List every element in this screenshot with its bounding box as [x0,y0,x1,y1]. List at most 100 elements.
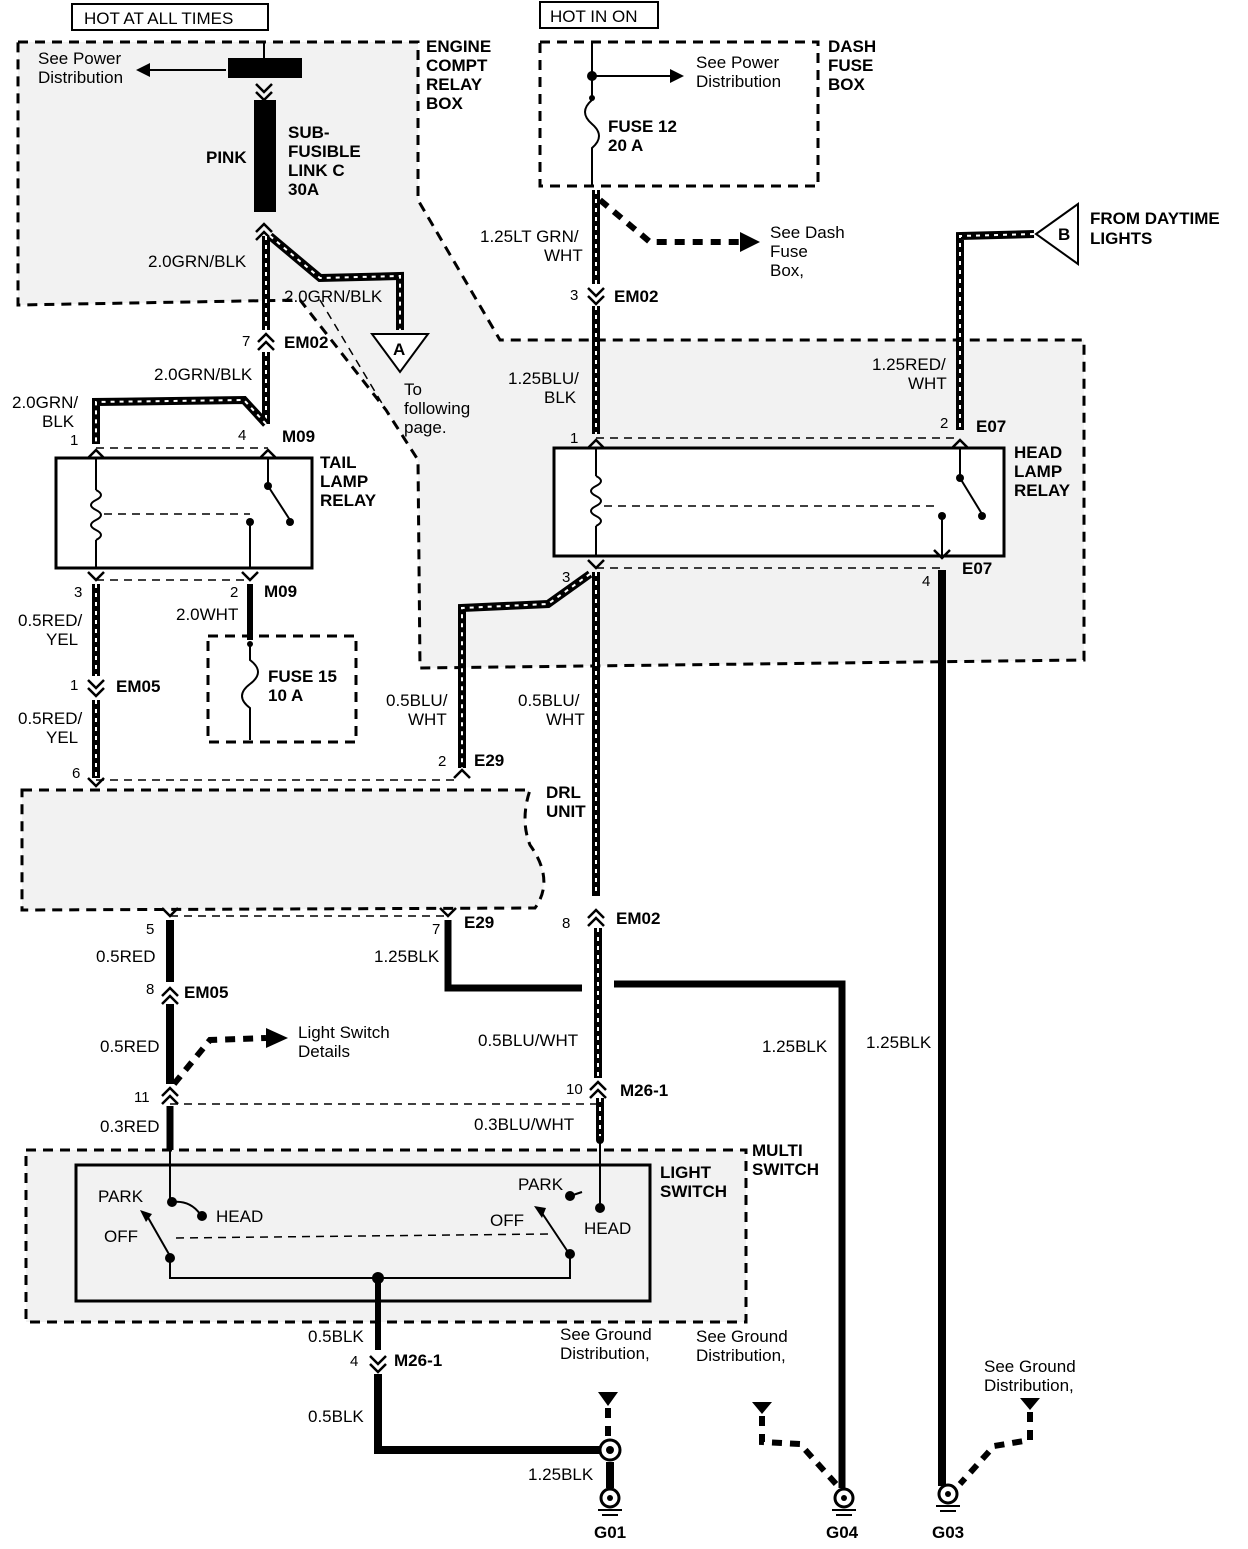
label-wires-w-05red-a: 0.5RED [96,947,156,966]
label-references-see-ground-2-1: Distribution, [696,1346,786,1365]
label-references-marker-a: A [393,340,405,359]
label-connectors-m26-1: M26-1 [394,1351,442,1370]
label-grounds-g04: G04 [826,1523,859,1542]
marker-a-triangle [370,333,430,374]
label-wires-w-05redyel-b-0: 0.5RED/ [18,709,83,728]
label-pins-p3: 3 [562,569,570,586]
label-fuses-sub-fusible-2: LINK C [288,161,345,180]
label-pins-p3: 3 [570,287,578,304]
label-pins-p2: 2 [438,753,446,770]
header-hot-at-all-times: HOT AT ALL TIMES [71,3,269,31]
label-connectors-e29: E29 [464,913,494,932]
label-wires-w-20grnblk-a: 2.0GRN/BLK [148,252,247,271]
label-pins-p1: 1 [570,430,578,447]
label-headers-hot-at-all-times: HOT AT ALL TIMES [84,9,233,28]
label-fuses-sub-fusible-color: PINK [206,148,247,167]
label-fuses-sub-fusible-0: SUB- [288,123,330,142]
label-wires-w-03bluwht: 0.3BLU/WHT [474,1115,574,1134]
label-wires-w-05blk-b: 0.5BLK [308,1407,364,1426]
label-references-see-dash-fuse-2: Box, [770,261,804,280]
label-references-to-following-1: following [404,399,470,418]
label-wires-w-125redwht-0: 1.25RED/ [872,355,946,374]
label-references-to-following-0: To [404,380,422,399]
label-references-see-ground-3-1: Distribution, [984,1376,1074,1395]
fuse15-box-outline [206,634,358,744]
label-boxes-multi-switch-1: SWITCH [752,1160,819,1179]
label-references-see-ground-3-0: See Ground [984,1357,1076,1376]
label-references-see-power-left-1: Distribution [38,68,123,87]
label-pins-p2: 2 [940,415,948,432]
dash-fuse-box-outline [538,40,820,188]
label-grounds-g03: G03 [932,1523,964,1542]
label-references-to-following-2: page. [404,418,447,437]
label-references-see-ground-1-0: See Ground [560,1325,652,1344]
label-pins-p1: 1 [70,677,78,694]
label-wires-w-05redyel-b-1: YEL [46,728,78,747]
label-references-light-switch-details-1: Details [298,1042,350,1061]
label-boxes-engine-compt-0: ENGINE [426,37,491,56]
label-boxes-engine-compt-3: BOX [426,94,464,113]
sub-fusible-link-bar [228,58,302,78]
label-pins-p3: 3 [74,584,82,601]
label-connectors-em02: EM02 [284,333,328,352]
label-connectors-m09: M09 [282,427,315,446]
label-connectors-em05: EM05 [184,983,228,1002]
label-wires-w-125blk-b: 1.25BLK [866,1033,932,1052]
label-connectors-em02: EM02 [616,909,660,928]
label-wires-w-20wht: 2.0WHT [176,605,238,624]
label-switch-positions-head: HEAD [216,1207,263,1226]
label-boxes-light-switch-0: LIGHT [660,1163,712,1182]
label-relays-head-2: RELAY [1014,481,1071,500]
label-connectors-e07: E07 [976,417,1006,436]
label-switch-positions-off: OFF [104,1227,138,1246]
label-relays-tail-1: LAMP [320,472,368,491]
label-connectors-em05: EM05 [116,677,160,696]
label-wires-w-05blk-a: 0.5BLK [308,1327,364,1346]
label-pins-p4: 4 [922,573,930,590]
label-relays-tail-0: TAIL [320,453,357,472]
label-wires-w-125blublk-1: BLK [544,388,577,407]
label-fuses-fuse15-0: FUSE 15 [268,667,337,686]
label-wires-w-125blublk-0: 1.25BLU/ [508,369,579,388]
label-pins-p7: 7 [242,333,250,350]
label-pins-p7: 7 [432,921,440,938]
label-wires-w-05bluwht-b-0: 0.5BLU/ [518,691,580,710]
head-lamp-relay [552,446,1006,558]
label-fuses-fuse12-0: FUSE 12 [608,117,677,136]
label-fuses-fuse12-1: 20 A [608,136,643,155]
label-references-see-power-right-1: Distribution [696,72,781,91]
label-wires-w-05redyel-a-1: YEL [46,630,78,649]
label-connectors-e07: E07 [962,559,992,578]
label-grounds-g01: G01 [594,1523,626,1542]
label-wires-w-125blk-a: 1.25BLK [374,947,440,966]
label-switch-positions-head: HEAD [584,1219,631,1238]
label-connectors-m09: M09 [264,582,297,601]
label-pins-p8: 8 [562,915,570,932]
label-references-see-power-left-0: See Power [38,49,121,68]
label-wires-w-05bluwht-b-1: WHT [546,710,585,729]
label-wires-w-05bluwht-c: 0.5BLU/WHT [478,1031,578,1050]
label-connectors-em02: EM02 [614,287,658,306]
label-fuses-fuse15-1: 10 A [268,686,303,705]
label-references-marker-b: B [1058,225,1070,244]
label-wires-w-05bluwht-a-1: WHT [408,710,447,729]
header-hot-in-on: HOT IN ON [539,1,659,29]
label-switch-positions-park: PARK [98,1187,144,1206]
label-pins-p8: 8 [146,981,154,998]
label-pins-p4: 4 [350,1353,358,1370]
label-pins-p6: 6 [72,765,80,782]
label-wires-w-125blk-d: 1.25BLK [528,1465,594,1484]
label-references-see-dash-fuse-0: See Dash [770,223,845,242]
label-boxes-drl-unit-1: UNIT [546,802,586,821]
label-references-see-ground-1-1: Distribution, [560,1344,650,1363]
label-relays-tail-2: RELAY [320,491,377,510]
label-fuses-sub-fusible-3: 30A [288,180,319,199]
label-pins-p1: 1 [70,432,78,449]
marker-b-triangle [1034,202,1079,266]
label-pins-p4: 4 [238,427,246,444]
drl-unit-outline [20,788,546,912]
label-references-see-dash-fuse-1: Fuse [770,242,808,261]
label-references-from-daytime-0: FROM DAYTIME [1090,209,1220,228]
label-fuses-sub-fusible-1: FUSIBLE [288,142,361,161]
